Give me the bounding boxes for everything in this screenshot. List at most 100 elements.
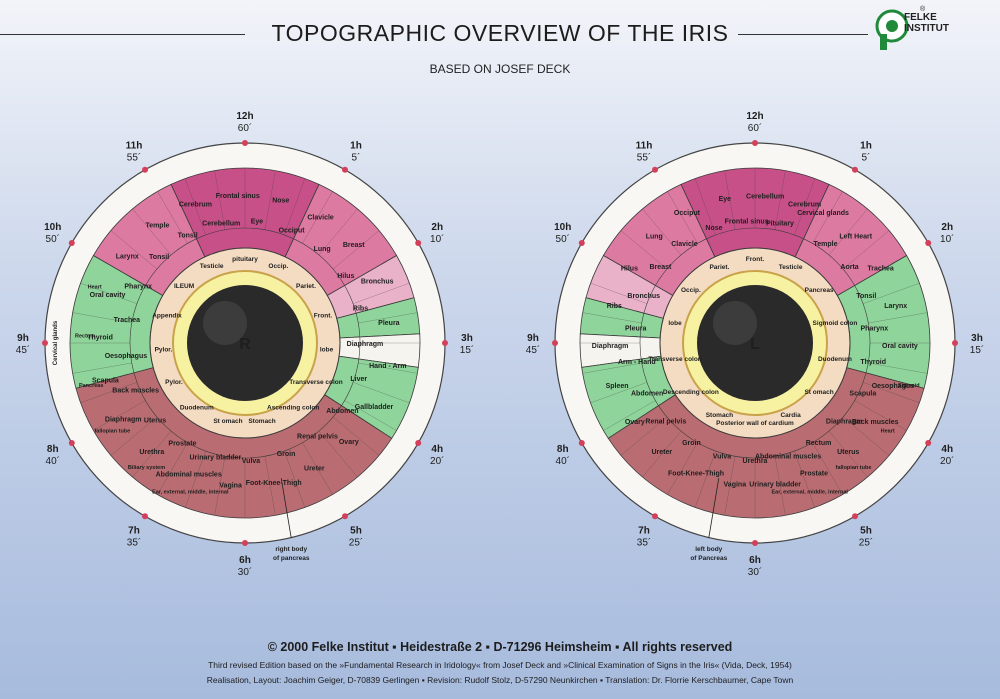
- organ-label: ILEUM: [174, 283, 194, 290]
- organ-label: Trachea: [867, 266, 894, 273]
- zone-divider: [157, 442, 188, 495]
- clock-minute-label: 10´: [940, 233, 954, 245]
- zone-divider: [842, 416, 890, 456]
- zone-divider: [724, 170, 736, 230]
- clock-minute-label: 50´: [46, 233, 60, 245]
- clock-tick: [342, 166, 348, 173]
- clock-hour-label: 4h: [941, 444, 953, 455]
- clock-minute-label: 55´: [637, 152, 651, 164]
- zone-divider: [868, 312, 928, 324]
- zone-divider: [344, 255, 397, 286]
- organ-label: Clavicle: [307, 214, 334, 221]
- footer-edition: Third revised Edition based on the »Fund…: [208, 660, 792, 670]
- clock-minute-label: 35´: [127, 536, 141, 548]
- organ-label: lobe: [668, 320, 682, 327]
- zone-divider: [264, 456, 276, 516]
- organ-label: Uterus: [144, 417, 166, 424]
- footer-credits: Realisation, Layout: Joachim Geiger, D-7…: [206, 675, 794, 685]
- organ-label: Abdominal muscles: [156, 472, 222, 479]
- organ-label: Vagina: [219, 482, 242, 489]
- zone-divider: [264, 170, 276, 230]
- organ-label: Ovary: [339, 439, 359, 446]
- organ-label: Abdominal muscles: [755, 453, 821, 460]
- zone-divider: [157, 191, 188, 244]
- felke-logo: [875, 9, 909, 50]
- zone-divider: [854, 400, 907, 431]
- organ-label: Cerebellum: [202, 220, 240, 227]
- zone-divider: [284, 450, 306, 508]
- organ-label: Stomach: [248, 418, 275, 425]
- annotation-label: right body: [275, 546, 307, 553]
- organ-label: Rectum: [75, 333, 95, 339]
- clock-tick: [442, 340, 448, 346]
- organ-label: Prostate: [168, 440, 196, 447]
- organ-label: Prostate: [800, 470, 828, 477]
- clock-hour-label: 11h: [636, 141, 653, 152]
- organ-label: Cervical glands: [53, 320, 59, 365]
- clock-minute-label: 15´: [970, 344, 984, 356]
- zone-divider: [603, 255, 656, 286]
- pupil-letter: R: [239, 336, 251, 353]
- zone-divider: [774, 170, 786, 230]
- organ-label: Nose: [272, 197, 289, 204]
- zone-divider: [642, 430, 682, 478]
- zone-divider: [620, 416, 668, 456]
- organ-label: Urethra: [139, 449, 164, 456]
- zone-divider: [812, 442, 843, 495]
- clock-minute-label: 50´: [556, 233, 570, 245]
- organ-label: Back muscles: [852, 419, 899, 426]
- organ-label: Thyroid: [87, 334, 113, 341]
- organ-label: Aorta: [840, 264, 858, 271]
- zone-divider: [794, 178, 816, 236]
- zone-divider: [72, 312, 132, 324]
- organ-label: Groin: [277, 451, 296, 458]
- organ-label: Biliary system: [128, 465, 165, 471]
- zone-divider: [358, 362, 418, 374]
- clock-tick: [68, 240, 75, 246]
- organ-label: Abdomen: [326, 408, 358, 415]
- zone-divider: [72, 362, 132, 374]
- organ-label: Sigmoid colon: [813, 320, 858, 327]
- organ-label: Occiput: [674, 210, 701, 217]
- clock-hour-label: 3h: [971, 333, 983, 344]
- organ-label: Diaphragm: [592, 343, 629, 350]
- organ-label: Hilus: [337, 273, 354, 280]
- zone-divider: [842, 230, 890, 270]
- clock-hour-label: 9h: [527, 333, 539, 344]
- clock-minute-label: 10´: [430, 233, 444, 245]
- zone-divider: [868, 362, 928, 374]
- organ-label: Clavicle: [671, 241, 698, 248]
- title-rule-right: [738, 34, 868, 35]
- annotation-label: of pancreas: [273, 555, 310, 562]
- clock-minute-label: 5´: [862, 152, 871, 164]
- organ-label: Urethra: [743, 458, 768, 465]
- organ-label: Ear, external, middle, internal: [152, 489, 229, 495]
- page-title: TOPOGRAPHIC OVERVIEW OF THE IRIS: [271, 20, 729, 46]
- clock-hour-label: 3h: [461, 333, 473, 344]
- clock-minute-label: 30´: [748, 566, 762, 578]
- clock-tick: [852, 166, 858, 173]
- clock-tick: [42, 340, 48, 346]
- zone-divider: [642, 208, 682, 256]
- zone-divider: [358, 312, 418, 324]
- organ-label: Breast: [343, 242, 365, 249]
- clock-tick: [342, 513, 348, 520]
- clock-tick: [952, 340, 958, 346]
- organ-label: Stomach: [706, 412, 733, 419]
- clock-tick: [852, 513, 858, 520]
- organ-label: Pancreas: [805, 287, 834, 294]
- zone-divider: [214, 170, 226, 230]
- organ-label: Transverse colon: [648, 356, 701, 363]
- clock-hour-label: 5h: [860, 525, 872, 536]
- organ-label: Tonsil: [178, 233, 198, 240]
- zone-divider: [590, 382, 648, 404]
- zone-divider: [318, 208, 358, 256]
- clock-tick: [925, 440, 932, 446]
- organ-label: Ribs: [353, 305, 368, 312]
- organ-label: Oesophagus: [105, 353, 148, 360]
- organ-label: Cardia: [780, 412, 801, 419]
- zone-divider: [774, 456, 786, 516]
- organ-label: fallopian tube: [836, 465, 872, 471]
- organ-label: fallopian tube: [94, 428, 130, 434]
- organ-label: St omach: [804, 389, 833, 396]
